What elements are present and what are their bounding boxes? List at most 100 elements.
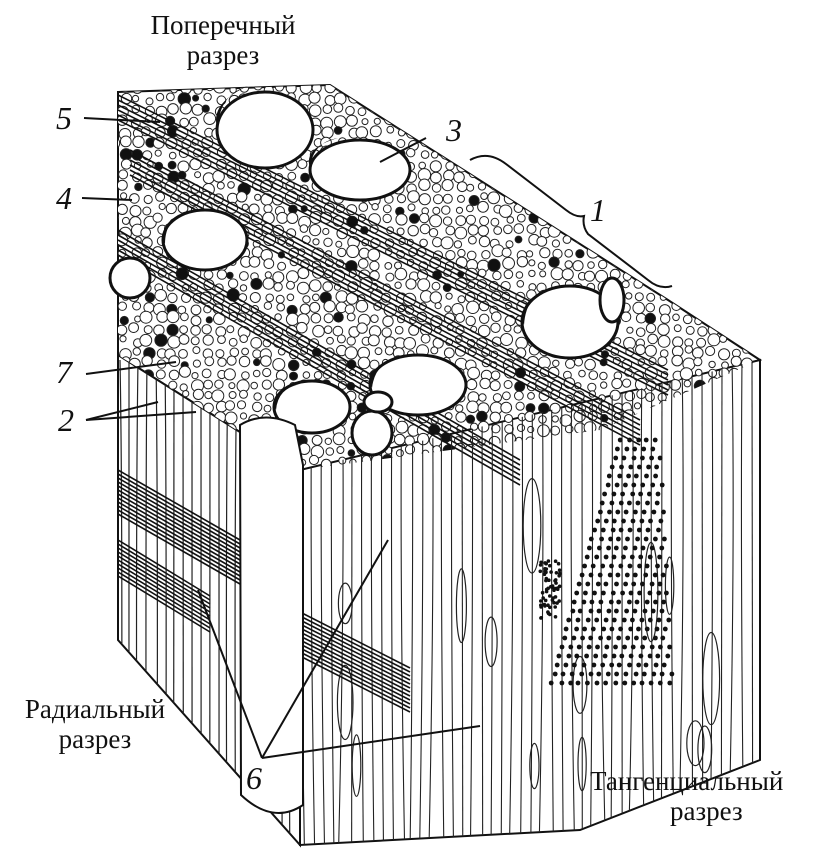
cell xyxy=(237,192,247,202)
vessel xyxy=(310,140,410,200)
cell xyxy=(685,346,692,353)
cell xyxy=(705,224,717,236)
cell xyxy=(505,415,513,423)
cell xyxy=(467,125,479,137)
cell xyxy=(529,260,535,266)
pit xyxy=(584,654,589,659)
cell xyxy=(549,179,560,190)
cell xyxy=(143,207,151,215)
cell xyxy=(662,142,668,148)
pit xyxy=(568,681,573,686)
cell xyxy=(554,84,562,92)
cell xyxy=(383,205,391,213)
cell xyxy=(194,86,202,94)
cell xyxy=(708,95,715,102)
cell xyxy=(288,172,296,180)
cell xyxy=(623,379,631,387)
cell xyxy=(153,213,162,222)
pit xyxy=(650,546,655,551)
pit xyxy=(578,609,583,614)
cell xyxy=(503,257,515,269)
cell xyxy=(552,214,562,224)
cell xyxy=(542,184,549,191)
cell xyxy=(729,327,740,338)
pit xyxy=(643,573,648,578)
cell xyxy=(524,193,535,204)
radial-section-label: Радиальный разрез xyxy=(2,694,188,754)
cell xyxy=(742,96,753,107)
pit xyxy=(619,654,624,659)
cell xyxy=(421,334,430,343)
cell xyxy=(240,390,248,398)
cell xyxy=(684,261,693,270)
cell xyxy=(217,96,226,105)
pit xyxy=(625,447,630,452)
cell xyxy=(431,91,442,102)
cell xyxy=(141,228,151,238)
cell xyxy=(490,93,500,103)
cell xyxy=(501,334,513,346)
cell xyxy=(681,191,693,203)
pit xyxy=(629,654,634,659)
cell xyxy=(754,325,762,333)
pit xyxy=(624,672,629,677)
pit xyxy=(622,681,627,686)
cell xyxy=(383,105,394,116)
cell xyxy=(336,291,348,303)
cell xyxy=(684,94,693,103)
cell xyxy=(395,326,403,334)
pit xyxy=(637,591,642,596)
cell xyxy=(250,293,260,303)
cell xyxy=(311,313,321,323)
pit xyxy=(567,654,572,659)
cell xyxy=(711,182,718,189)
cell xyxy=(324,314,333,323)
cell xyxy=(477,162,489,174)
cell xyxy=(181,313,189,321)
cell xyxy=(468,95,478,105)
cell xyxy=(746,152,752,158)
cell xyxy=(261,356,272,367)
pit xyxy=(554,559,558,563)
pit xyxy=(539,616,543,620)
cell xyxy=(694,151,702,159)
pit xyxy=(642,672,647,677)
cell xyxy=(539,142,546,149)
cell xyxy=(720,335,727,342)
cell xyxy=(169,152,176,159)
cell xyxy=(156,81,166,91)
cell xyxy=(514,184,525,195)
pit xyxy=(598,636,603,641)
cell xyxy=(711,106,719,114)
cell xyxy=(746,116,754,124)
cell xyxy=(202,369,211,378)
cell xyxy=(309,105,321,117)
cell xyxy=(504,225,513,234)
cell xyxy=(410,214,420,224)
cell xyxy=(635,129,644,138)
cell xyxy=(106,457,116,467)
cell xyxy=(255,194,261,200)
cell xyxy=(742,138,752,148)
cell xyxy=(144,195,152,203)
pit xyxy=(539,599,543,603)
pit xyxy=(599,537,604,542)
cell xyxy=(745,337,752,344)
pit xyxy=(634,672,639,677)
cell xyxy=(587,158,597,168)
cell xyxy=(324,238,332,246)
cell xyxy=(638,204,645,211)
pit xyxy=(601,591,606,596)
pit xyxy=(560,681,565,686)
pit xyxy=(571,609,576,614)
pit xyxy=(607,510,612,515)
pit xyxy=(641,447,646,452)
pit xyxy=(625,537,630,542)
cell xyxy=(516,106,525,115)
cell xyxy=(230,348,239,357)
cell xyxy=(140,311,152,323)
pit xyxy=(659,519,664,524)
cell xyxy=(723,250,730,257)
cell xyxy=(417,81,427,91)
cell xyxy=(477,411,487,421)
